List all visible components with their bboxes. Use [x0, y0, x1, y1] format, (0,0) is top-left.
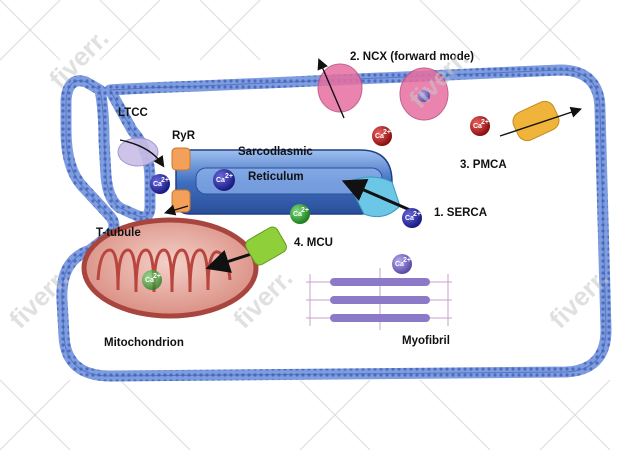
svg-text:Ca: Ca: [405, 215, 414, 222]
label-ltcc: LTCC: [118, 107, 148, 119]
label-sarcoplasmic: Sarcodlasmic: [238, 146, 313, 158]
label-serca: 1. SERCA: [434, 207, 487, 219]
svg-text:2+: 2+: [153, 273, 161, 280]
cell-membrane: [56, 64, 612, 382]
ryr-channel: [163, 147, 191, 216]
pmca-pump: [499, 100, 582, 142]
calcium-ion-blue-3: Ca 2+: [402, 208, 422, 228]
calcium-ion-blue-1: Ca 2+: [150, 174, 170, 194]
calcium-ion-red-1: Ca 2+: [372, 126, 392, 146]
svg-text:Ca: Ca: [395, 261, 404, 268]
svg-text:2+: 2+: [413, 211, 421, 218]
label-t-tubule: T-tubule: [96, 227, 141, 239]
svg-text:Ca: Ca: [145, 277, 154, 284]
svg-text:2+: 2+: [481, 119, 489, 126]
svg-text:Ca: Ca: [375, 133, 384, 140]
watermark-grid: [0, 0, 611, 451]
svg-text:2+: 2+: [403, 257, 411, 264]
mitochondrion: [81, 217, 271, 319]
ncx-exchanger: [317, 58, 449, 121]
serca-pump: [341, 176, 411, 218]
calcium-ion-lavender: Ca 2+: [392, 254, 412, 274]
calcium-ion-blue-2: Ca 2+: [213, 169, 235, 191]
myofibril: [306, 268, 452, 330]
svg-text:2+: 2+: [301, 207, 309, 214]
label-ncx: 2. NCX (forward mode): [350, 51, 474, 63]
mcu-channel: [245, 226, 287, 266]
label-mitochondrion: Mitochondrion: [104, 337, 184, 349]
label-myofibril: Myofibril: [402, 335, 450, 347]
svg-text:2+: 2+: [161, 177, 169, 184]
label-mcu: 4. MCU: [294, 237, 333, 249]
svg-text:Ca: Ca: [216, 177, 225, 184]
calcium-ion-red-2: Ca 2+: [470, 116, 490, 136]
calcium-ion-green-1: Ca 2+: [290, 204, 310, 224]
label-reticulum: Reticulum: [248, 171, 304, 183]
svg-text:Ca: Ca: [473, 123, 482, 130]
label-pmca: 3. PMCA: [460, 159, 507, 171]
sarcoplasmic-reticulum: [175, 149, 393, 215]
ltcc-channel: [117, 137, 165, 168]
label-ryr: RyR: [172, 130, 196, 142]
calcium-ion-green-2: Ca 2+: [142, 270, 162, 290]
svg-text:2+: 2+: [225, 173, 233, 180]
svg-text:2+: 2+: [383, 129, 391, 136]
svg-text:Ca: Ca: [293, 211, 302, 218]
svg-text:Ca: Ca: [153, 181, 162, 188]
